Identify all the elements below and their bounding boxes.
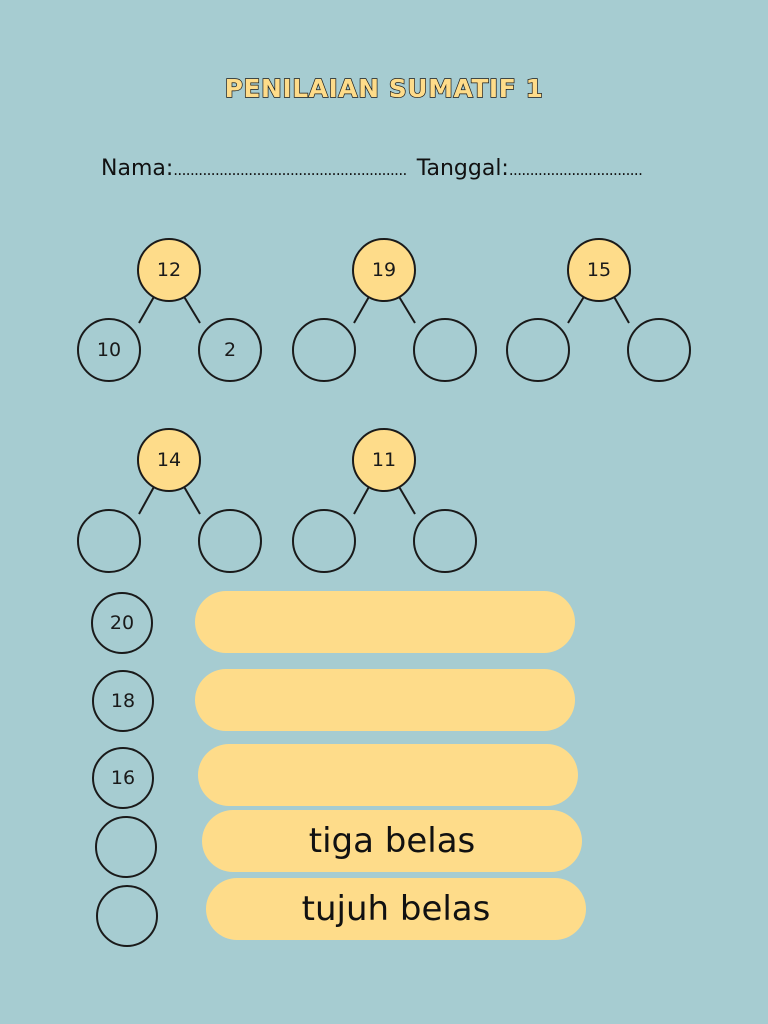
bond-part-left-circle[interactable] — [506, 318, 570, 382]
bond-connector-right — [397, 484, 416, 515]
bond-part-right-circle[interactable] — [198, 509, 262, 573]
name-label: Nama: — [101, 156, 174, 181]
word-answer-box[interactable] — [195, 591, 575, 653]
bond-connector-left — [353, 484, 371, 515]
number-bonds: 12 10 2 19 15 14 11 — [77, 238, 691, 573]
word-answer-box[interactable] — [195, 669, 575, 731]
bond-part-right-circle[interactable] — [413, 509, 477, 573]
date-label: Tanggal: — [416, 156, 509, 181]
number-circle: 20 — [91, 592, 153, 654]
bond-part-left-circle[interactable] — [292, 318, 356, 382]
word-answer-box[interactable] — [198, 744, 578, 806]
header-fields: Nama:...................................… — [101, 156, 643, 181]
number-bond: 15 — [506, 238, 691, 382]
bond-part-left-circle[interactable] — [292, 509, 356, 573]
bond-part-right-circle[interactable] — [198, 318, 262, 382]
bond-connector-right — [612, 294, 630, 324]
bond-whole-circle — [137, 428, 201, 492]
bond-connector-left — [567, 294, 586, 324]
bond-whole-value: 14 — [157, 449, 181, 471]
bond-whole-value: 19 — [372, 259, 396, 281]
page-title: PENILAIAN SUMATIF 1 — [224, 73, 544, 103]
number-circle[interactable] — [96, 885, 158, 947]
bond-connector-left — [353, 294, 371, 324]
number-circle[interactable] — [95, 816, 157, 878]
bond-connector-left — [138, 294, 156, 324]
bond-whole-circle — [352, 428, 416, 492]
number-circle: 16 — [92, 747, 154, 809]
bond-part-left-circle[interactable] — [77, 509, 141, 573]
bond-whole-circle — [352, 238, 416, 302]
number-bond: 19 — [292, 238, 477, 382]
bond-connector-right — [182, 484, 201, 515]
number-bond: 12 10 2 — [77, 238, 262, 382]
bond-part-right-circle[interactable] — [627, 318, 691, 382]
word-answer-box: tujuh belas — [206, 878, 586, 940]
bond-whole-value: 12 — [157, 259, 181, 281]
bond-part-left-circle[interactable] — [77, 318, 141, 382]
word-answer-box: tiga belas — [202, 810, 582, 872]
bond-right-value: 2 — [224, 339, 236, 361]
bond-whole-value: 15 — [587, 259, 611, 281]
number-circle: 18 — [92, 670, 154, 732]
number-bond: 14 — [77, 428, 262, 573]
bond-connector-left — [138, 484, 156, 515]
bond-whole-circle — [567, 238, 631, 302]
name-field[interactable]: ........................................… — [173, 161, 407, 179]
date-field[interactable]: ................................ — [508, 161, 643, 179]
bond-whole-value: 11 — [372, 449, 396, 471]
bond-part-right-circle[interactable] — [413, 318, 477, 382]
number-bond: 11 — [292, 428, 477, 573]
bond-connector-right — [182, 294, 201, 324]
bond-whole-circle — [137, 238, 201, 302]
bond-left-value: 10 — [97, 339, 121, 361]
bond-connector-right — [397, 294, 416, 324]
